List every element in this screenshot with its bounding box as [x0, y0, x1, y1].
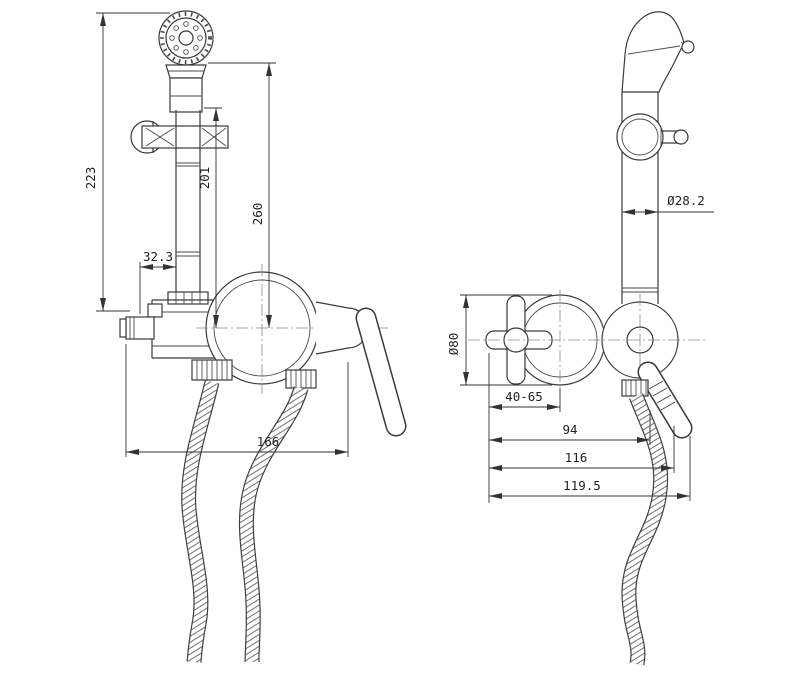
lever-side [637, 361, 693, 439]
dim-28-2: Ø28.2 [622, 193, 714, 215]
dim-116: 116 [489, 426, 675, 473]
dim-119-5: 119.5 [489, 436, 691, 501]
dim-label-166: 166 [257, 434, 280, 449]
mixer-holder-front [119, 299, 218, 359]
dim-166: 166 [125, 344, 349, 457]
dim-94: 94 [489, 410, 651, 445]
hose-nut-front-left [191, 359, 233, 381]
hose-nut-front-right [285, 369, 317, 389]
sprayer-head-side [621, 11, 695, 93]
holder-stub [147, 303, 163, 318]
dim-label-40-65: 40-65 [505, 389, 543, 404]
sprayer-nozzle-dots [169, 21, 203, 55]
bracket-pin [673, 129, 689, 145]
dim-label-116: 116 [565, 450, 588, 465]
dim-label-201: 201 [197, 167, 212, 190]
bracket-knob-side [616, 113, 689, 161]
sprayer-knurl-ring [160, 12, 212, 64]
dim-260: 260 [208, 62, 276, 328]
sprayer-head-front [158, 10, 214, 113]
dim-80: Ø80 [446, 294, 552, 386]
front-dimensions: 223 201 260 32.3 166 [83, 12, 349, 457]
lever-front [315, 301, 407, 437]
shower-pipe-front [167, 110, 209, 305]
dim-label-119-5: 119.5 [563, 478, 601, 493]
hose-nut-side [621, 379, 649, 397]
sprayer-nozzle-side [681, 40, 695, 54]
dim-32-3: 32.3 [139, 249, 177, 314]
side-view: Ø28.2 Ø80 40-65 94 116 [446, 11, 714, 666]
mixer-body-front [196, 264, 388, 394]
hose-side [621, 393, 669, 666]
dim-label-32-3: 32.3 [143, 249, 173, 264]
hose-front-left [181, 380, 220, 663]
outlet-cap [119, 318, 127, 338]
dim-label-223: 223 [83, 167, 98, 190]
pipe-flange-nut [167, 291, 209, 305]
front-view: 223 201 260 32.3 166 [83, 10, 407, 663]
dim-201: 201 [197, 107, 222, 328]
dim-label-80: Ø80 [446, 333, 461, 356]
dim-223: 223 [83, 12, 170, 312]
dim-label-260: 260 [250, 203, 265, 226]
dim-label-28-2: Ø28.2 [667, 193, 705, 208]
wall-bracket-front [130, 120, 229, 154]
dim-label-94: 94 [562, 422, 577, 437]
dim-40-65: 40-65 [488, 353, 561, 503]
side-dimensions: Ø28.2 Ø80 40-65 94 116 [446, 193, 714, 503]
hose-front-right [238, 385, 309, 663]
